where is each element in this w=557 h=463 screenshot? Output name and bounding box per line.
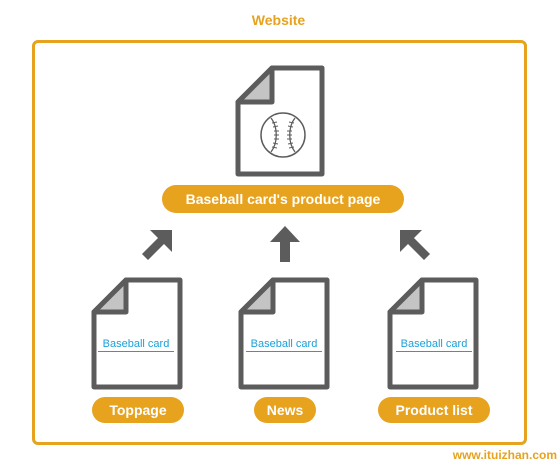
watermark: www.ituizhan.com <box>452 448 557 462</box>
product-list-label: Product list <box>378 397 490 423</box>
arrow-up-icon <box>270 226 300 262</box>
product-page-label: Baseball card's product page <box>162 185 404 213</box>
arrow-up-left-icon <box>400 230 430 260</box>
news-label: News <box>254 397 316 423</box>
product-list-document-icon <box>387 277 479 390</box>
website-frame <box>32 40 527 445</box>
baseball-icon <box>260 112 306 158</box>
toppage-document-icon <box>91 277 183 390</box>
toppage-label: Toppage <box>92 397 184 423</box>
news-baseball-card-link[interactable]: Baseball card <box>246 338 322 352</box>
product-list-baseball-card-link[interactable]: Baseball card <box>396 338 472 352</box>
arrow-up-right-icon <box>142 230 172 260</box>
website-label: Website <box>251 12 306 28</box>
toppage-baseball-card-link[interactable]: Baseball card <box>98 338 174 352</box>
news-document-icon <box>238 277 330 390</box>
